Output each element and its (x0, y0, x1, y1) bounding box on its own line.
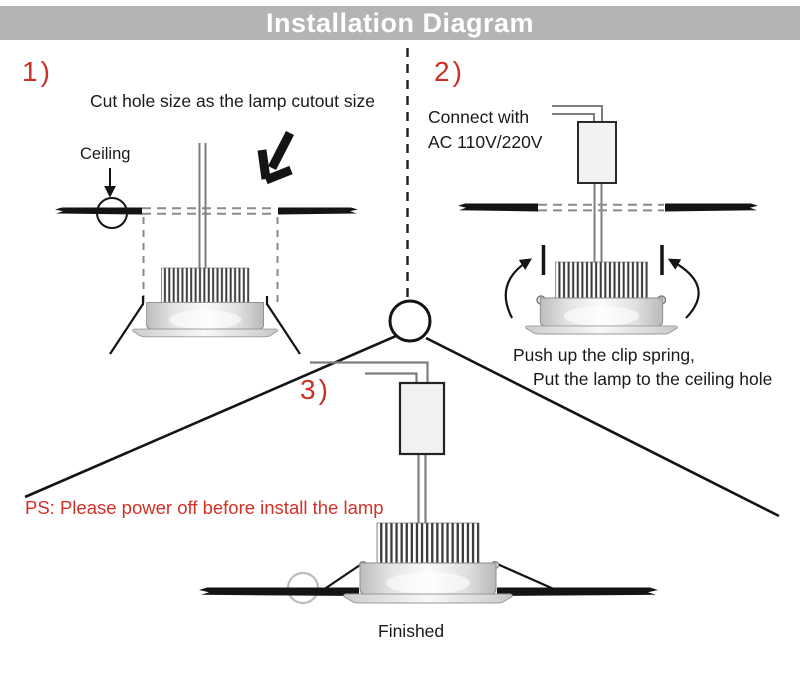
downlight-lamp (132, 267, 278, 338)
led-driver-box (577, 121, 617, 184)
step1-caption: Cut hole size as the lamp cutout size (90, 91, 376, 111)
step2-illustration (458, 105, 758, 335)
step2-caption-line2: AC 110V/220V (428, 132, 543, 152)
cutout-dashed-outline (142, 207, 279, 304)
clip-springs (109, 296, 301, 355)
downlight-lamp (343, 522, 513, 604)
step2-note-line2: Put the lamp to the ceiling hole (533, 369, 773, 389)
ceiling-line-right (665, 203, 758, 212)
step3-illustration (199, 361, 658, 605)
step1-illustration (55, 130, 358, 355)
finished-label: Finished (378, 621, 445, 641)
ceiling-label: Ceiling (80, 145, 131, 163)
page-title: Installation Diagram (0, 6, 800, 40)
cut-direction-arrow-icon (257, 130, 295, 185)
circle-callout-icon (388, 299, 432, 343)
step3-number: 3) (300, 374, 331, 405)
power-off-warning: PS: Please power off before install the … (25, 497, 384, 518)
downlight-lamp (525, 261, 678, 335)
ceiling-marker-circle-icon (96, 197, 128, 229)
ceiling-line-right (278, 207, 358, 215)
mains-wires (552, 105, 603, 263)
step2-number: 2) (434, 56, 465, 87)
lamp-wires (198, 143, 207, 269)
ceiling-line-left (458, 203, 538, 212)
ceiling-line-right (497, 587, 658, 596)
step2-caption-line1: Connect with (428, 107, 530, 127)
mains-wires (310, 361, 429, 524)
hole-dashed-lines (538, 203, 664, 212)
push-up-arrow-icons (504, 258, 700, 319)
ceiling-line-left (55, 207, 142, 215)
step1-number: 1) (22, 56, 53, 87)
step2-note-line1: Push up the clip spring, (513, 345, 695, 365)
led-driver-box (398, 381, 446, 456)
ceiling-line-left (199, 587, 359, 596)
